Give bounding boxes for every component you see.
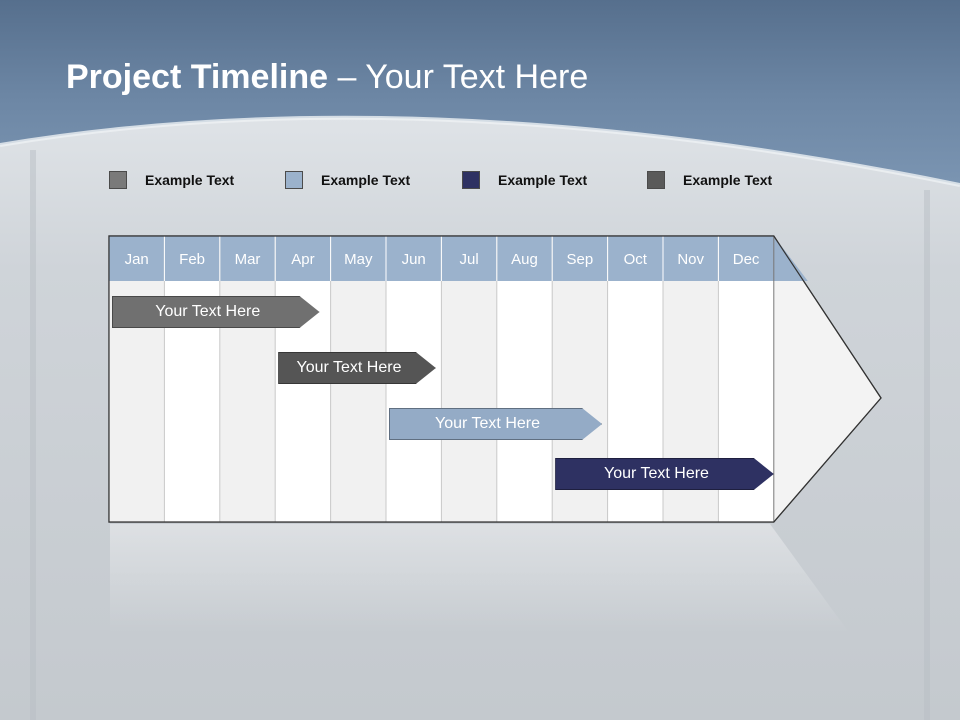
month-column-jul <box>441 281 497 522</box>
title-bold: Project Timeline <box>66 58 329 96</box>
legend-swatch-3 <box>462 171 480 189</box>
month-label-jul: Jul <box>460 251 479 268</box>
task-bar-4[interactable]: Your Text Here <box>555 458 774 490</box>
month-column-may <box>330 281 386 522</box>
month-column-aug <box>496 281 553 522</box>
legend-item-3: Example Text <box>462 170 587 190</box>
month-label-sep: Sep <box>567 251 594 268</box>
month-label-dec: Dec <box>733 251 760 268</box>
month-label-mar: Mar <box>235 251 261 268</box>
month-label-feb: Feb <box>179 251 205 268</box>
task-bar-3[interactable]: Your Text Here <box>389 408 602 440</box>
legend-item-4: Example Text <box>647 170 772 190</box>
month-label-jan: Jan <box>125 251 149 268</box>
month-column-jun <box>386 281 442 522</box>
legend-item-1: Example Text <box>109 170 234 190</box>
task-bar-1[interactable]: Your Text Here <box>112 296 320 328</box>
month-label-jun: Jun <box>402 251 426 268</box>
timeline-arrow-outline <box>108 235 882 523</box>
month-label-nov: Nov <box>677 251 704 268</box>
legend-item-2: Example Text <box>285 170 410 190</box>
legend-swatch-4 <box>647 171 665 189</box>
legend-swatch-2 <box>285 171 303 189</box>
legend-swatch-1 <box>109 171 127 189</box>
month-label-may: May <box>344 251 373 268</box>
task-bar-2[interactable]: Your Text Here <box>278 352 436 384</box>
legend-label-3: Example Text <box>498 172 588 188</box>
month-label-oct: Oct <box>624 251 648 268</box>
legend-label-4: Example Text <box>683 172 773 188</box>
month-header-band <box>109 236 808 281</box>
timeline-reflection <box>110 524 850 634</box>
month-label-aug: Aug <box>511 251 538 268</box>
month-label-apr: Apr <box>291 251 314 268</box>
page-title: Project Timeline – Your Text Here <box>66 58 588 97</box>
title-rest: – Your Text Here <box>328 58 589 96</box>
legend-label-1: Example Text <box>145 172 235 188</box>
legend-label-2: Example Text <box>321 172 411 188</box>
